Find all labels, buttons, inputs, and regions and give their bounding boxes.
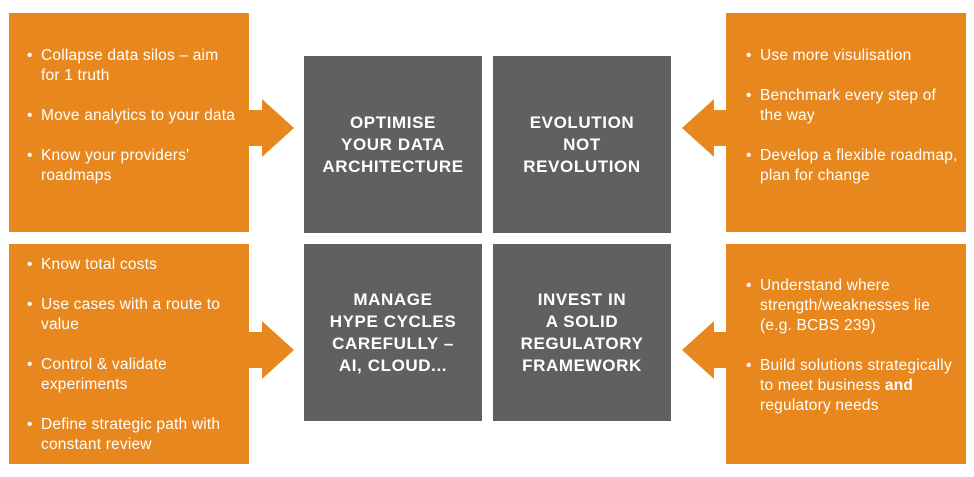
- list-item: Know your providers' roadmaps: [27, 146, 241, 186]
- panel-bottom-left: Know total costs Use cases with a route …: [9, 244, 249, 464]
- list-item: Develop a flexible roadmap, plan for cha…: [746, 146, 958, 186]
- arrow-bottom-left-shaft: [249, 332, 263, 368]
- list-item: Build solutions strategically to meet bu…: [746, 356, 958, 416]
- panel-top-left-list: Collapse data silos – aim for 1 truth Mo…: [27, 46, 241, 186]
- arrow-bottom-left-icon: [262, 321, 294, 379]
- box-title: OPTIMISE YOUR DATA ARCHITECTURE: [322, 112, 464, 176]
- arrow-top-left-shaft: [249, 110, 263, 146]
- panel-bottom-right-list: Understand where strength/weaknesses lie…: [746, 276, 958, 416]
- arrow-top-left-icon: [262, 99, 294, 157]
- panel-top-right: Use more visulisation Benchmark every st…: [726, 13, 966, 232]
- list-item-text: Build solutions strategically to meet bu…: [760, 357, 952, 394]
- panel-bottom-right: Understand where strength/weaknesses lie…: [726, 244, 966, 464]
- list-item: Benchmark every step of the way: [746, 86, 958, 126]
- list-item-text: regulatory needs: [760, 397, 879, 414]
- arrow-top-right-shaft: [713, 110, 727, 146]
- box-optimise-data-architecture: OPTIMISE YOUR DATA ARCHITECTURE: [304, 56, 482, 233]
- box-manage-hype-cycles: MANAGE HYPE CYCLES CAREFULLY – AI, CLOUD…: [304, 244, 482, 421]
- box-title: EVOLUTION NOT REVOLUTION: [523, 112, 641, 176]
- list-item-emphasis: and: [884, 377, 914, 394]
- list-item: Control & validate experiments: [27, 355, 241, 395]
- list-item: Know total costs: [27, 255, 241, 275]
- box-title: MANAGE HYPE CYCLES CAREFULLY – AI, CLOUD…: [329, 289, 457, 375]
- box-title: INVEST IN A SOLID REGULATORY FRAMEWORK: [520, 289, 644, 375]
- panel-top-left: Collapse data silos – aim for 1 truth Mo…: [9, 13, 249, 232]
- arrow-bottom-right-shaft: [713, 332, 727, 368]
- arrow-top-right-icon: [682, 99, 714, 157]
- list-item: Use cases with a route to value: [27, 295, 241, 335]
- list-item: Move analytics to your data: [27, 106, 241, 126]
- list-item: Understand where strength/weaknesses lie…: [746, 276, 958, 336]
- box-evolution-not-revolution: EVOLUTION NOT REVOLUTION: [493, 56, 671, 233]
- box-regulatory-framework: INVEST IN A SOLID REGULATORY FRAMEWORK: [493, 244, 671, 421]
- list-item: Collapse data silos – aim for 1 truth: [27, 46, 241, 86]
- list-item: Use more visulisation: [746, 46, 958, 66]
- panel-top-right-list: Use more visulisation Benchmark every st…: [746, 46, 958, 186]
- arrow-bottom-right-icon: [682, 321, 714, 379]
- panel-bottom-left-list: Know total costs Use cases with a route …: [27, 255, 241, 455]
- list-item: Define strategic path with constant revi…: [27, 415, 241, 455]
